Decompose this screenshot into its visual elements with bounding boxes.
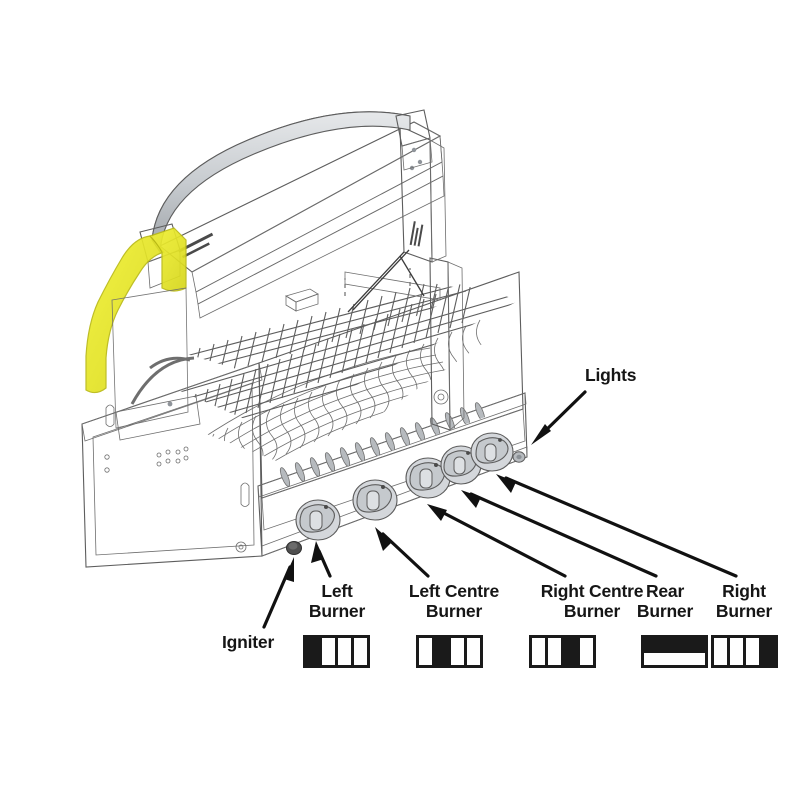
igniter-button[interactable] <box>286 541 302 555</box>
burner-icon-segment <box>564 638 580 665</box>
burner-icon-segment <box>730 638 746 665</box>
leader-lights <box>531 390 587 445</box>
light-button[interactable] <box>512 451 526 463</box>
leader-right <box>496 474 738 578</box>
control-panel <box>257 392 528 557</box>
knob-3[interactable] <box>405 457 451 499</box>
lid-handle[interactable] <box>139 109 433 289</box>
leader-igniter <box>262 557 294 629</box>
callout-label-left-burner-line-2: Burner <box>308 601 366 622</box>
callout-label-left-centre-burner-line-1: Left Centre <box>408 581 500 601</box>
callout-label-igniter: Igniter <box>222 632 274 652</box>
callout-label-right-centre-burner-line-2: Burner <box>563 601 621 622</box>
callout-label-igniter-line-1: Igniter <box>222 632 275 652</box>
burner-icon-segment <box>580 638 593 665</box>
leader-right-centre <box>427 504 567 578</box>
burner-icon-segment <box>762 638 775 665</box>
burner-icon-segment <box>532 638 548 665</box>
burner-icon-segment <box>467 638 480 665</box>
callout-leaders <box>262 390 738 629</box>
side-shelf-bracket <box>85 227 195 429</box>
burner-icon-segment <box>644 653 705 665</box>
callout-label-right-burner: Right Burner <box>706 581 782 621</box>
leader-rear <box>461 490 658 578</box>
burner-icon-segment <box>644 638 705 653</box>
callout-label-right-centre-burner: Right Centre Burner <box>528 581 656 621</box>
burner-icon-segment <box>714 638 730 665</box>
callout-label-rear-burner: Rear Burner <box>627 581 703 621</box>
burner-icon-segment <box>338 638 354 665</box>
knob-1[interactable] <box>295 499 341 541</box>
callout-label-rear-burner-line-1: Rear <box>645 581 685 601</box>
burner-position-icon-rear <box>641 635 708 668</box>
callout-label-rear-burner-line-2: Burner <box>636 601 694 622</box>
burner-icon-segment <box>322 638 338 665</box>
leader-left-centre <box>375 527 430 578</box>
callout-label-left-burner: Left Burner <box>306 581 368 621</box>
callout-label-left-centre-burner-line-2: Burner <box>425 601 483 622</box>
burner-position-icon-right <box>711 635 778 668</box>
grill-lid-open <box>158 121 447 319</box>
rotisserie-motor <box>285 288 319 312</box>
control-knobs <box>295 432 514 541</box>
burner-position-icon-right-centre <box>529 635 596 668</box>
burner-icon-segment <box>354 638 367 665</box>
burner-position-icon-left <box>303 635 370 668</box>
burner-icon-segment <box>306 638 322 665</box>
burner-icon-segment <box>435 638 451 665</box>
burner-icon-segment <box>419 638 435 665</box>
burner-icon-segment <box>746 638 762 665</box>
callout-label-right-centre-burner-line-1: Right Centre <box>540 581 644 601</box>
burner-icon-segment <box>451 638 467 665</box>
lid-hinge-bracket <box>409 221 465 431</box>
callout-label-left-burner-line-1: Left <box>321 581 353 601</box>
callout-label-lights: Lights <box>585 365 636 385</box>
callout-label-left-centre-burner: Left Centre Burner <box>393 581 515 621</box>
callout-label-right-burner-line-1: Right <box>722 581 766 601</box>
callout-label-right-burner-line-2: Burner <box>715 601 773 622</box>
knob-5[interactable] <box>470 432 514 472</box>
burner-icon-segment <box>548 638 564 665</box>
callout-label-lights-line-1: Lights <box>585 365 637 385</box>
burner-position-icon-left-centre <box>416 635 483 668</box>
leader-left <box>311 541 332 578</box>
knob-2[interactable] <box>352 479 398 521</box>
